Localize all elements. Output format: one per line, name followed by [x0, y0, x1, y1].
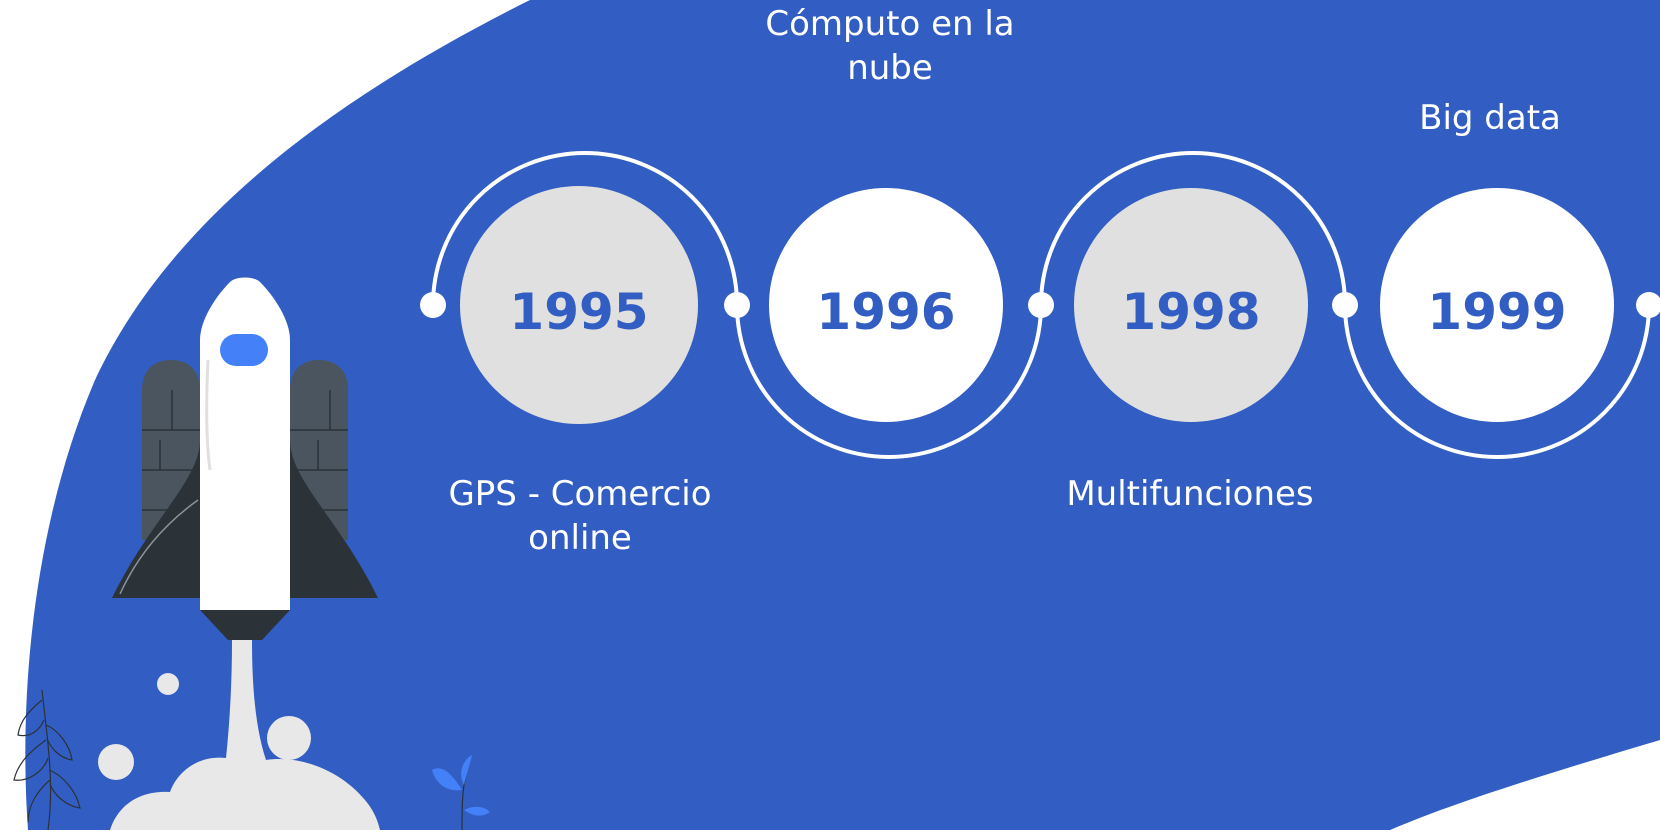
plant-sprout-icon — [432, 755, 490, 831]
smoke-cloud-icon — [98, 640, 380, 830]
rocket-icon — [112, 277, 378, 640]
year-circle — [1380, 188, 1614, 422]
year-node-1999: 1999 — [1380, 188, 1614, 422]
year-text: 1999 — [1427, 283, 1566, 341]
year-circle — [1074, 188, 1308, 422]
leaf-outline-icon — [13, 689, 81, 831]
year-circle — [460, 186, 698, 424]
year-node-1995: 1995 — [460, 186, 698, 424]
year-text: 1995 — [509, 283, 648, 341]
timeline-dots — [420, 292, 1660, 318]
milestone-label-1999: Big data — [1419, 98, 1561, 138]
year-node-1998: 1998 — [1074, 188, 1308, 422]
milestone-label-1996: Cómputo en la nube — [765, 4, 1015, 88]
year-circle — [769, 188, 1003, 422]
year-text: 1996 — [816, 283, 955, 341]
year-text: 1998 — [1121, 283, 1260, 341]
milestone-label-1995: GPS - Comercio online — [448, 474, 712, 558]
timeline-connector — [431, 151, 1651, 459]
rocket-window — [220, 334, 268, 366]
year-node-1996: 1996 — [769, 188, 1003, 422]
milestone-label-1998: Multifunciones — [1066, 474, 1314, 514]
